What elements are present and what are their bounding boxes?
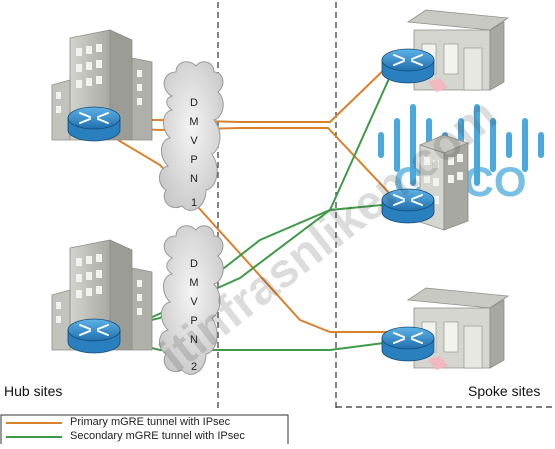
hub-sites-label: Hub sites: [4, 383, 63, 399]
spoke-sites-label: Spoke sites: [468, 383, 541, 399]
cloud-icon: [159, 61, 224, 211]
secondary-tunnels: [117, 71, 393, 351]
cloud2-letter: P: [190, 315, 198, 327]
cloud1-letter: M: [189, 116, 199, 128]
primary-tunnel-3: [117, 139, 392, 333]
cloud2-letter: M: [189, 277, 199, 289]
cloud1-letter: D: [190, 97, 198, 109]
cloud1-number: 1: [190, 197, 198, 209]
router-icon: [381, 326, 435, 362]
legend-secondary-label: Secondary mGRE tunnel with IPsec: [70, 430, 245, 442]
legend: Primary mGRE tunnel with IPsec Secondary…: [0, 414, 290, 444]
cloud2-letter: D: [190, 258, 198, 270]
primary-tunnel-1: [118, 61, 393, 123]
primary-tunnels: [117, 61, 393, 333]
router-icon: [381, 188, 435, 224]
cloud1-letter: P: [190, 154, 198, 166]
router-icon: [381, 48, 435, 84]
cloud1-letter: N: [190, 173, 198, 185]
cloud2-number: 2: [190, 361, 198, 373]
cloud2-letter: V: [190, 296, 198, 308]
router-icon: [67, 106, 121, 142]
cloud2-letter: N: [190, 334, 198, 346]
cloud1-letter: V: [190, 135, 198, 147]
cloud-icon: [159, 225, 224, 375]
legend-frame: [0, 414, 289, 444]
legend-primary-label: Primary mGRE tunnel with IPsec: [70, 416, 231, 428]
secondary-tunnel-1: [118, 71, 393, 319]
router-icon: [67, 318, 121, 354]
